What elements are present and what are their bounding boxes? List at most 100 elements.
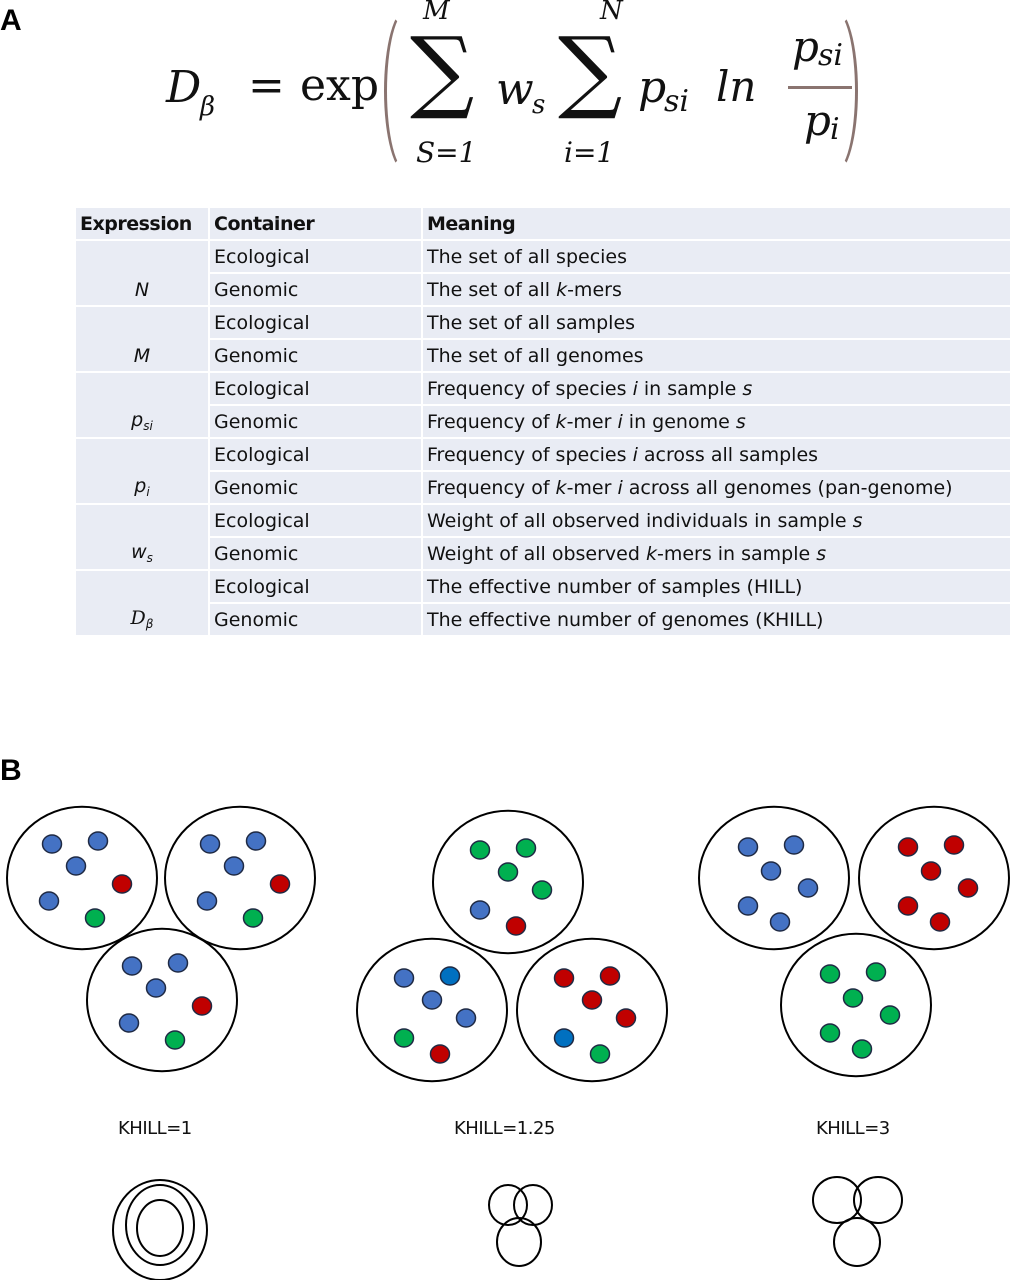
venn-overlapping-icon	[488, 1184, 553, 1267]
blue-kmer-dot	[769, 912, 791, 932]
khill-label-1: KHILL=1	[118, 1118, 192, 1139]
blue-kmer-dot	[223, 856, 245, 876]
expression-symbol: p	[131, 409, 144, 431]
formula-w-sub: s	[532, 90, 546, 120]
green-kmer-dot	[242, 908, 264, 928]
formula-w: w	[496, 64, 534, 115]
sum2-lower: i=1	[564, 136, 615, 169]
container-cell: Genomic	[210, 472, 423, 505]
blue-kmer-dot	[65, 856, 87, 876]
red-kmer-dot	[269, 874, 291, 894]
header-container: Container	[210, 208, 423, 241]
green-kmer-dot	[842, 988, 864, 1008]
container-cell: Ecological	[210, 241, 423, 274]
blue-kmer-dot	[783, 835, 805, 855]
blue-kmer-dot	[199, 834, 221, 854]
container-cell: Genomic	[210, 340, 423, 373]
blue-kmer-dot	[118, 1013, 140, 1033]
red-kmer-dot	[111, 874, 133, 894]
expression-cell: N	[76, 241, 210, 307]
sum2-symbol: ∑	[558, 18, 623, 123]
expression-symbol: w	[131, 541, 147, 563]
expression-symbol: p	[134, 475, 147, 497]
green-kmer-dot	[469, 840, 491, 860]
expression-cell: ws	[76, 505, 210, 571]
venn-circle	[112, 1179, 208, 1280]
meaning-cell: The effective number of samples (HILL)	[423, 571, 1010, 604]
blue-kmer-dot	[196, 891, 218, 911]
blue-kmer-dot	[167, 953, 189, 973]
panel-b-diagram	[6, 805, 1010, 1280]
expression-cell: psi	[76, 373, 210, 439]
green-kmer-dot	[164, 1030, 186, 1050]
red-kmer-dot	[581, 990, 603, 1010]
formula-lhs-sub: β	[200, 92, 216, 122]
venn-circle	[812, 1176, 862, 1224]
red-kmer-dot	[599, 966, 621, 986]
formula-p-sub: si	[664, 84, 689, 119]
blue-kmer-dot	[245, 831, 267, 851]
meaning-cell: The set of all species	[423, 241, 1010, 274]
right-paren	[812, 8, 858, 174]
expression-cell: M	[76, 307, 210, 373]
blue-kmer-dot	[145, 978, 167, 998]
sample-circle	[86, 927, 238, 1073]
venn-circle	[125, 1184, 195, 1266]
expression-subscript: si	[143, 419, 153, 433]
venn-disjoint-icon	[812, 1176, 903, 1267]
expression-cell: pi	[76, 439, 210, 505]
table-header-row: Expression Container Meaning	[76, 208, 1010, 241]
blue-kmer-dot	[393, 968, 415, 988]
green-kmer-dot	[497, 862, 519, 882]
sum1-lower: S=1	[416, 136, 477, 169]
blue-kmer-dot	[553, 1028, 575, 1048]
red-kmer-dot	[615, 1008, 637, 1028]
meaning-cell: Weight of all observed k-mers in sample …	[423, 538, 1010, 571]
expression-symbol: N	[134, 279, 150, 301]
meaning-cell: Frequency of species i in sample s	[423, 373, 1010, 406]
expression-subscript: s	[146, 551, 153, 565]
khill-label-3: KHILL=3	[816, 1118, 890, 1139]
sum1-symbol: ∑	[410, 18, 475, 123]
red-kmer-dot	[191, 996, 213, 1016]
red-kmer-dot	[943, 835, 965, 855]
blue-kmer-dot	[439, 966, 461, 986]
green-kmer-dot	[84, 908, 106, 928]
blue-kmer-dot	[38, 891, 60, 911]
formula-lhs: D	[166, 62, 202, 113]
blue-kmer-dot	[760, 861, 782, 881]
green-kmer-dot	[531, 880, 553, 900]
green-kmer-dot	[819, 1023, 841, 1043]
container-cell: Genomic	[210, 538, 423, 571]
meaning-cell: The set of all samples	[423, 307, 1010, 340]
green-kmer-dot	[879, 1005, 901, 1025]
container-cell: Genomic	[210, 604, 423, 637]
blue-kmer-dot	[737, 896, 759, 916]
blue-kmer-dot	[121, 956, 143, 976]
meaning-cell: Weight of all observed individuals in sa…	[423, 505, 1010, 538]
expression-symbol: D	[130, 607, 146, 629]
header-expression: Expression	[76, 208, 210, 241]
red-kmer-dot	[553, 968, 575, 988]
meaning-cell: The set of all genomes	[423, 340, 1010, 373]
sum2-upper: N	[600, 0, 623, 26]
sample-circle	[164, 805, 316, 951]
venn-circle	[488, 1184, 528, 1226]
venn-circle	[496, 1217, 542, 1267]
meaning-cell: Frequency of k-mer i across all genomes …	[423, 472, 1010, 505]
venn-circle	[853, 1176, 903, 1224]
red-kmer-dot	[897, 837, 919, 857]
blue-kmer-dot	[455, 1008, 477, 1028]
red-kmer-dot	[897, 896, 919, 916]
definitions-table: Expression Container Meaning N Ecological…	[76, 208, 1010, 637]
header-meaning: Meaning	[423, 208, 1010, 241]
formula-ln: ln	[716, 62, 757, 111]
formula-exp: exp	[300, 60, 380, 111]
blue-kmer-dot	[41, 834, 63, 854]
